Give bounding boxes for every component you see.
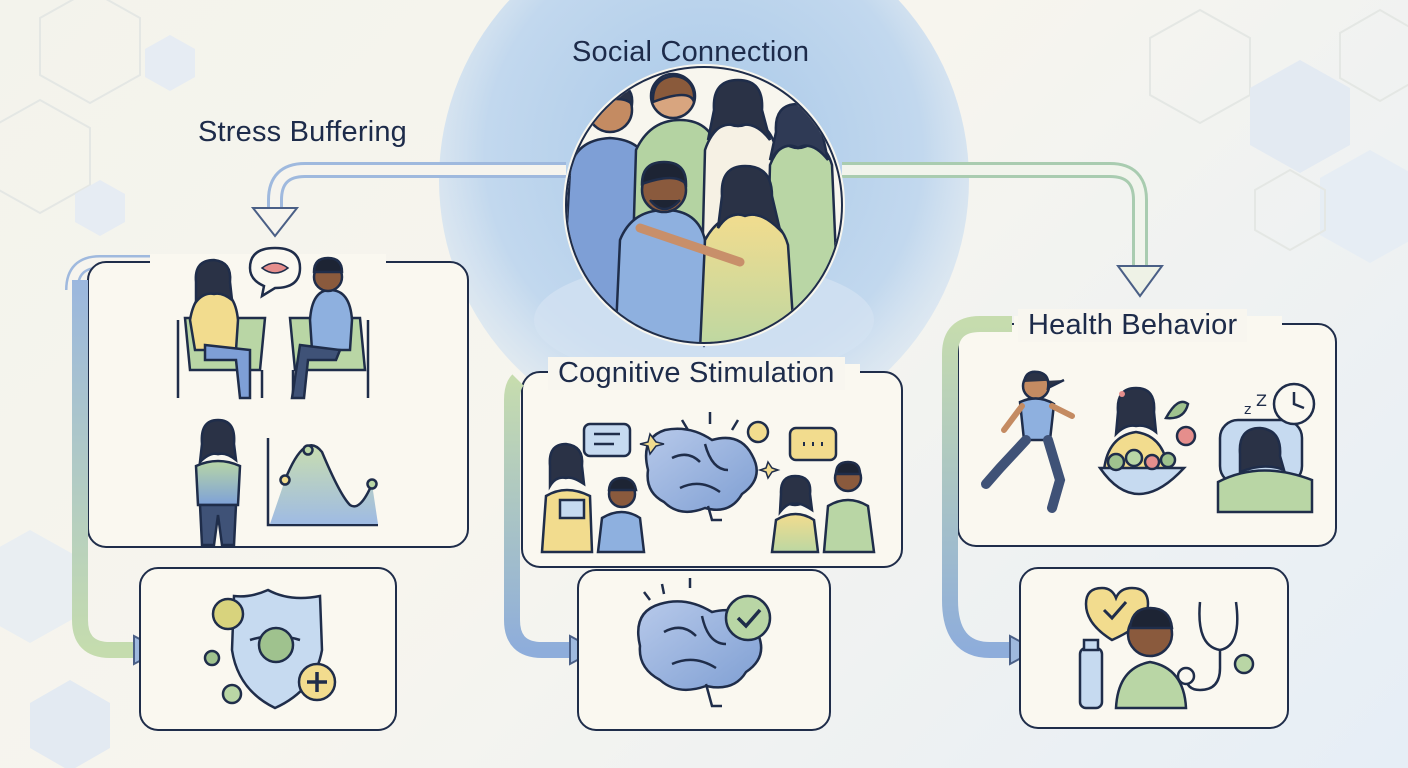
svg-text:z: z: [1244, 402, 1251, 418]
immune-outcome-box: [139, 567, 397, 731]
svg-text:Z: Z: [1256, 391, 1267, 410]
group-discussion-illustration: [540, 412, 876, 554]
heart-stethoscope-icon: [1078, 586, 1255, 710]
stress-curve-illustration: [194, 418, 378, 547]
health-outcome-box: [1019, 567, 1289, 729]
pathway-label-cognitive-stimulation: Cognitive Stimulation: [548, 357, 845, 390]
healthy-eating-illustration: [1097, 386, 1197, 496]
runner-illustration: [981, 370, 1075, 513]
immune-shield-icon: [203, 588, 337, 710]
brain-check-icon: [637, 578, 772, 708]
center-label-social-connection: Social Connection: [572, 36, 810, 68]
arrow-to-health-behavior: [842, 162, 1164, 298]
arrow-to-stress-buffering: [250, 162, 566, 238]
conversation-illustration: [176, 246, 370, 400]
stress-buffering-panel: [65, 246, 469, 666]
cognition-outcome-box: [577, 569, 831, 731]
pathway-label-stress-buffering: Stress Buffering: [198, 116, 407, 148]
pathway-label-health-behavior: Health Behavior: [1018, 309, 1248, 342]
sleep-illustration: z Z: [1216, 382, 1316, 514]
